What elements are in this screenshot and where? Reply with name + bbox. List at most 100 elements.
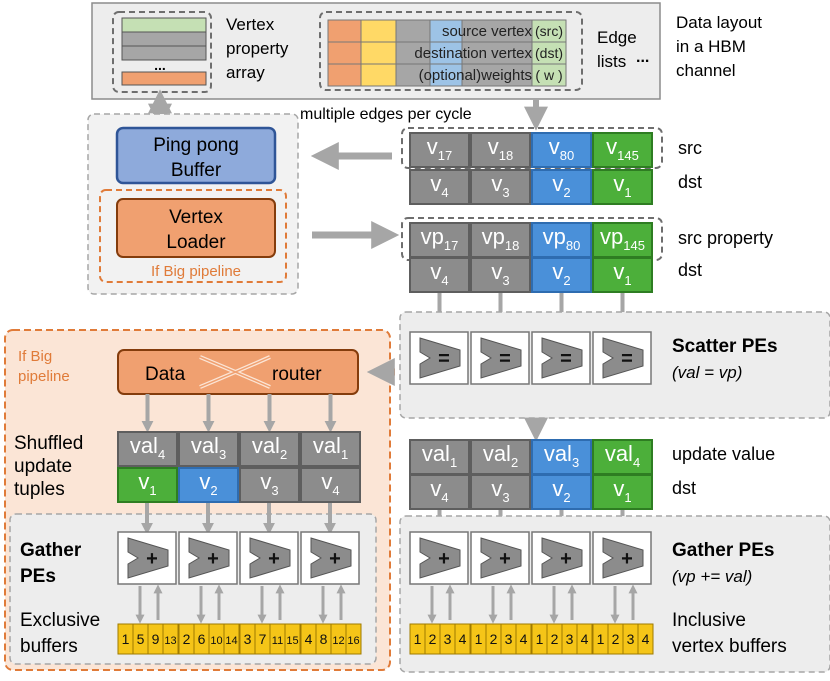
data-layout-label-2: in a HBM xyxy=(676,37,746,56)
edge-grid-cell xyxy=(395,19,431,43)
dst-cell xyxy=(531,169,592,205)
edge-row-label: source vertex xyxy=(442,23,533,40)
ping-pong-label-2: Buffer xyxy=(171,160,222,181)
gather-left-pe-op: + xyxy=(146,548,158,570)
gather-pe-shape xyxy=(541,537,583,579)
edge-lists-frame xyxy=(319,11,583,91)
src-cell xyxy=(531,132,592,168)
shuffled-val-cell xyxy=(178,431,239,467)
gather-pe-op: + xyxy=(560,548,572,570)
update-val-cell xyxy=(531,439,592,475)
inclusive-buffer-value: 4 xyxy=(459,631,467,647)
vp-cell-text: vp17 xyxy=(421,224,459,253)
inclusive-buffer-value: 3 xyxy=(505,631,513,647)
update-val-cell-text: val1 xyxy=(422,441,457,470)
label-update-dst: dst xyxy=(672,478,696,498)
update-val-cell xyxy=(409,439,470,475)
exclusive-buffer-value: 11 xyxy=(272,635,283,647)
gather-left-label-2: PEs xyxy=(20,566,56,587)
update-dst-cell-text: v1 xyxy=(613,476,631,505)
inclusive-buffer-value: 2 xyxy=(551,631,559,647)
shuffled-val-cell-text: val1 xyxy=(313,433,348,462)
big-if-label-2: pipeline xyxy=(18,368,70,385)
vertex-array-label-1: Vertex xyxy=(226,15,275,34)
gather-pe-shape xyxy=(419,537,461,579)
scatter-formula: (val = vp) xyxy=(672,363,742,382)
edge-grid-cell xyxy=(360,41,397,65)
scatter-pe-op: = xyxy=(621,348,633,370)
big-if-label-1: If Big xyxy=(18,348,52,365)
update-dst-cell xyxy=(531,474,592,510)
exclusive-buffer-value: 7 xyxy=(259,631,267,647)
exclusive-buffer-value: 2 xyxy=(183,631,191,647)
src-cell-text: v80 xyxy=(549,134,574,163)
inclusive-buffer-value: 3 xyxy=(444,631,452,647)
inclusive-label-1: Inclusive xyxy=(672,610,746,631)
src-cell xyxy=(409,132,470,168)
dst2-cell-text: v3 xyxy=(491,259,509,288)
update-dst-cell-text: v2 xyxy=(552,476,570,505)
exclusive-buffer-value: 1 xyxy=(122,631,130,647)
update-dst-cell-text: v3 xyxy=(491,476,509,505)
shuffled-val-cell xyxy=(239,431,300,467)
inclusive-buffer-value: 4 xyxy=(520,631,528,647)
shuffled-dst-cell xyxy=(300,467,361,503)
router-cross-inner xyxy=(199,356,271,388)
src-cell xyxy=(592,132,653,168)
update-dst-cell xyxy=(409,474,470,510)
shuffled-val-cell xyxy=(300,431,361,467)
inclusive-buffer-value: 4 xyxy=(581,631,589,647)
gather-left-pe-shape xyxy=(249,537,291,579)
edge-grid-cell xyxy=(360,63,397,87)
inclusive-buffer-cell xyxy=(637,623,654,655)
exclusive-buffer-value: 13 xyxy=(164,635,176,647)
shuffled-val-cell xyxy=(117,431,178,467)
edge-row-tag: ( w ) xyxy=(535,67,562,83)
dst2-cell xyxy=(531,257,592,293)
inclusive-buffer-value: 2 xyxy=(490,631,498,647)
inclusive-buffer-value: 4 xyxy=(642,631,650,647)
ping-pong-label-1: Ping pong xyxy=(153,135,239,156)
inclusive-buffer-cell xyxy=(576,623,593,655)
vertex-array-row xyxy=(121,31,207,47)
edge-grid-cell xyxy=(327,41,362,65)
exclusive-buffer-value: 4 xyxy=(305,631,313,647)
scatter-title: Scatter PEs xyxy=(672,336,778,357)
exclusive-buffer-cell xyxy=(223,623,240,655)
inclusive-buffer-value: 1 xyxy=(597,631,605,647)
label-src-property: src property xyxy=(678,228,773,248)
gather-left-label-1: Gather xyxy=(20,540,82,561)
shuffled-label-3: tuples xyxy=(14,479,65,500)
shuffled-val-cell-text: val3 xyxy=(191,433,226,462)
vp-cell xyxy=(470,222,531,258)
dst-cell-text: v1 xyxy=(613,171,631,200)
inclusive-buffer-value: 2 xyxy=(612,631,620,647)
router-label-right: router xyxy=(272,364,322,385)
vertex-loader-frame xyxy=(99,189,287,283)
inclusive-buffer-value: 3 xyxy=(627,631,635,647)
vp-cell-text: vp18 xyxy=(482,224,520,253)
if-big-pipeline-label: If Big pipeline xyxy=(151,263,241,280)
dst2-cell xyxy=(592,257,653,293)
dst2-cell xyxy=(470,257,531,293)
gather-formula: (vp += val) xyxy=(672,567,752,586)
vertex-array-row xyxy=(121,45,207,61)
gather-left-pe-shape xyxy=(188,537,230,579)
exclusive-buffer-value: 10 xyxy=(210,635,222,647)
shuffled-dst-cell xyxy=(178,467,239,503)
scatter-pe-shape xyxy=(541,337,583,379)
data-layout-label-3: channel xyxy=(676,61,736,80)
edge-grid-cell xyxy=(327,63,362,87)
exclusive-buffer-value: 15 xyxy=(286,635,298,647)
edge-grid-cell xyxy=(531,63,567,87)
gather-title: Gather PEs xyxy=(672,540,774,561)
dst2-cell-text: v2 xyxy=(552,259,570,288)
shuffled-label-2: update xyxy=(14,456,72,477)
gather-left-pe-shape xyxy=(310,537,352,579)
label-update-value: update value xyxy=(672,444,775,464)
